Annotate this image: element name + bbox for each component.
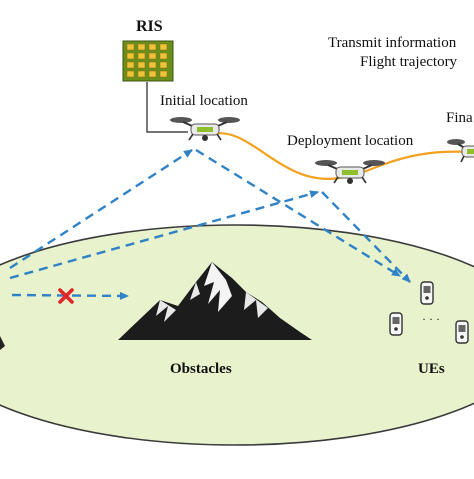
phone-icon <box>389 312 403 336</box>
initial-location-label: Initial location <box>160 93 248 109</box>
legend-transmit-information: Transmit information <box>328 35 457 51</box>
obstacles-label: Obstacles <box>170 361 232 377</box>
legend-flight-trajectory: Flight trajectory <box>360 54 458 70</box>
uav-drone-icon <box>447 139 474 163</box>
ues-ellipsis: · · · <box>422 312 440 326</box>
uav-drone-icon <box>170 117 240 141</box>
phone-icon <box>455 320 469 344</box>
final-location-label: Fina <box>446 110 473 126</box>
uav-drone-icon <box>315 160 385 184</box>
mountain-icon <box>118 262 312 340</box>
ues-label: UEs <box>418 361 445 377</box>
ris-label: RIS <box>136 18 163 35</box>
deployment-location-label: Deployment location <box>287 133 414 149</box>
arrow-bs-blocked <box>11 291 129 300</box>
arrow-bs-to-deploy <box>9 190 319 280</box>
arrow-bs-to-initial <box>9 148 193 270</box>
ris-panel-icon <box>122 40 174 82</box>
transmit-arrows <box>9 148 411 300</box>
arrow-deploy-to-ues <box>321 191 411 283</box>
arrow-initial-to-ues <box>195 148 401 278</box>
ris-connector-line <box>146 82 188 133</box>
phone-icon <box>420 281 434 305</box>
base-station-icon <box>0 336 5 350</box>
blocked-x-icon <box>58 288 74 304</box>
flight-trajectory-path <box>211 132 469 180</box>
